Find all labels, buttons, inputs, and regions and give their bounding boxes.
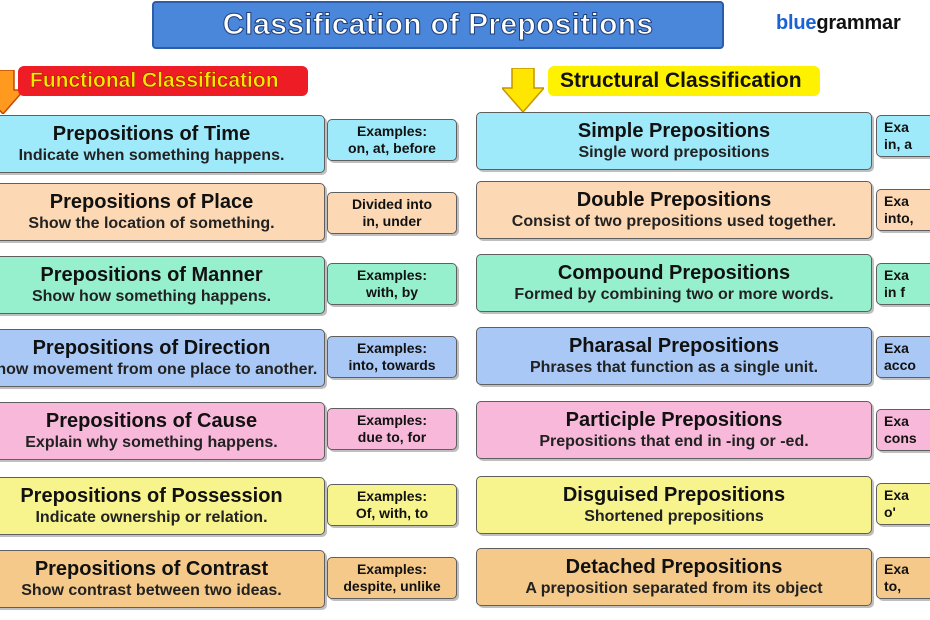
category-title: Prepositions of Cause bbox=[45, 409, 258, 432]
examples-label: Exa bbox=[884, 487, 909, 503]
category-description: Single word prepositions bbox=[578, 143, 770, 161]
examples-text: due to, for bbox=[357, 429, 427, 445]
prepositions-of-cause-examples-card: Examples:due to, for bbox=[327, 408, 457, 450]
category-description: Formed by combining two or more words. bbox=[514, 285, 834, 303]
category-description: A preposition separated from its object bbox=[525, 579, 823, 597]
functional-heading: Functional Classification bbox=[18, 66, 308, 96]
category-title: Compound Prepositions bbox=[557, 261, 791, 284]
category-title: Disguised Prepositions bbox=[562, 483, 786, 506]
category-description: Indicate ownership or relation. bbox=[35, 508, 268, 526]
category-description: Consist of two prepositions used togethe… bbox=[511, 212, 837, 230]
brand-part-grammar: grammar bbox=[816, 12, 901, 34]
category-description: Show the location of something. bbox=[28, 214, 275, 232]
category-description: Prepositions that end in -ing or -ed. bbox=[539, 432, 809, 450]
examples-label: Examples: bbox=[356, 561, 428, 577]
category-description: Indicate when something happens. bbox=[18, 146, 285, 164]
category-description: Show movement from one place to another. bbox=[0, 360, 318, 378]
down-arrow-icon bbox=[502, 68, 544, 112]
brand-part-blue: blue bbox=[776, 12, 817, 34]
examples-label: Examples: bbox=[356, 123, 428, 139]
prepositions-of-possession-examples-card: Examples:Of, with, to bbox=[327, 484, 457, 526]
page-title: Classification of Prepositions bbox=[222, 8, 654, 42]
examples-text: in f bbox=[884, 284, 905, 300]
examples-text: despite, unlike bbox=[343, 578, 441, 594]
examples-label: Exa bbox=[884, 413, 909, 429]
category-title: Prepositions of Manner bbox=[40, 263, 263, 286]
down-arrow-icon bbox=[0, 70, 24, 114]
examples-label: Exa bbox=[884, 267, 909, 283]
examples-label: Examples: bbox=[356, 412, 428, 428]
category-title: Prepositions of Contrast bbox=[34, 557, 269, 580]
category-title: Double Prepositions bbox=[576, 188, 772, 211]
examples-text: on, at, before bbox=[348, 140, 436, 156]
category-title: Pharasal Prepositions bbox=[568, 334, 780, 357]
examples-label: Examples: bbox=[356, 340, 428, 356]
examples-label: Exa bbox=[884, 119, 909, 135]
examples-label: Exa bbox=[884, 340, 909, 356]
examples-text: to, bbox=[884, 578, 902, 594]
category-description: Explain why something happens. bbox=[25, 433, 278, 451]
examples-label: Exa bbox=[884, 561, 909, 577]
category-description: Shortened prepositions bbox=[584, 507, 764, 525]
category-title: Participle Prepositions bbox=[565, 408, 783, 431]
examples-text: in, a bbox=[884, 136, 913, 152]
examples-text: into, bbox=[884, 210, 914, 226]
category-title: Simple Prepositions bbox=[577, 119, 771, 142]
category-title: Prepositions of Place bbox=[49, 190, 254, 213]
examples-label: Divided into bbox=[351, 196, 433, 212]
category-title: Prepositions of Possession bbox=[20, 484, 283, 507]
examples-label: Examples: bbox=[356, 488, 428, 504]
prepositions-of-time-examples-card: Examples:on, at, before bbox=[327, 119, 457, 161]
structural-heading: Structural Classification bbox=[548, 66, 820, 96]
category-description: Show how something happens. bbox=[31, 287, 272, 305]
category-title: Prepositions of Time bbox=[52, 122, 251, 145]
prepositions-of-direction-examples-card: Examples:into, towards bbox=[327, 336, 457, 378]
examples-label: Exa bbox=[884, 193, 909, 209]
examples-text: Of, with, to bbox=[355, 505, 429, 521]
category-title: Detached Prepositions bbox=[565, 555, 783, 578]
prepositions-of-manner-examples-card: Examples:with, by bbox=[327, 263, 457, 305]
examples-label: Examples: bbox=[356, 267, 428, 283]
prepositions-of-contrast-examples-card: Examples:despite, unlike bbox=[327, 557, 457, 599]
brand-logo: bluegrammar bbox=[776, 12, 901, 35]
examples-text: with, by bbox=[365, 284, 419, 300]
examples-text: into, towards bbox=[348, 357, 436, 373]
category-description: Phrases that function as a single unit. bbox=[529, 358, 819, 376]
examples-text: cons bbox=[884, 430, 917, 446]
examples-text: in, under bbox=[362, 213, 422, 229]
category-description: Show contrast between two ideas. bbox=[21, 581, 282, 599]
category-title: Prepositions of Direction bbox=[32, 336, 271, 359]
examples-text: acco bbox=[884, 357, 916, 373]
examples-text: o' bbox=[884, 504, 896, 520]
title-banner: Classification of Prepositions bbox=[152, 1, 724, 49]
